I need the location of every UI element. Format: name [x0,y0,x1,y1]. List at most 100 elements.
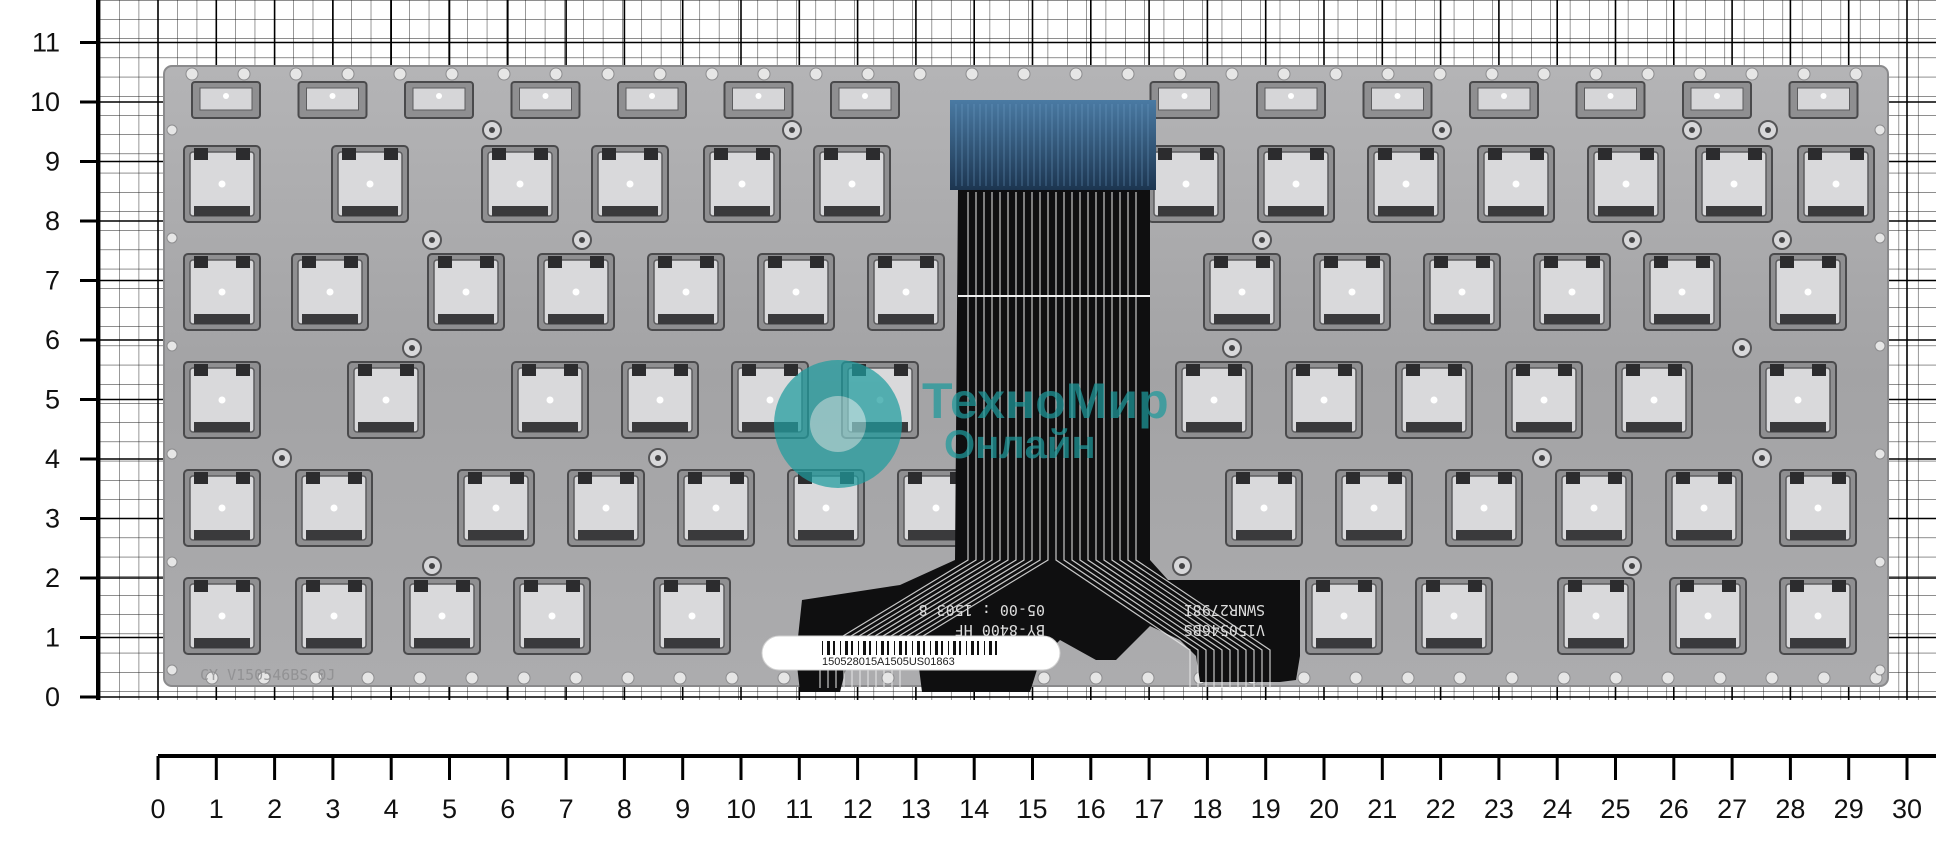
fn-key-mechanism [1682,81,1752,119]
y-tick-label: 10 [30,87,60,117]
x-tick-label: 0 [150,794,165,824]
fn-key-mechanism [617,81,687,119]
fn-key-mechanism [1256,81,1326,119]
x-tick-label: 19 [1251,794,1281,824]
key-mechanism [1175,361,1253,439]
y-tick-label: 1 [45,623,60,653]
x-tick-label: 27 [1717,794,1747,824]
key-mechanism [1147,145,1225,223]
key-mechanisms [183,81,1875,655]
key-mechanism [703,145,781,223]
key-mechanism [1779,577,1857,655]
key-mechanism [567,469,645,547]
key-mechanism [291,253,369,331]
key-mechanism [1257,145,1335,223]
x-tick-label: 21 [1367,794,1397,824]
key-mechanism [537,253,615,331]
y-tick-label: 0 [45,682,60,712]
fn-key-mechanism [510,81,581,119]
fn-key-mechanism [1788,81,1859,119]
key-mechanism [677,469,755,547]
x-tick-label: 25 [1600,794,1630,824]
cable-print-line2: 05-00 : 1503 8 [919,601,1045,619]
x-tick-label: 14 [959,794,989,824]
x-tick-label: 13 [901,794,931,824]
key-mechanism [427,253,505,331]
key-mechanism [1759,361,1837,439]
key-mechanism [1769,253,1847,331]
key-mechanism [1665,469,1743,547]
cable-print-line4: SWNR2798I [1184,601,1265,619]
y-tick-label: 11 [32,28,60,58]
key-mechanism [621,361,699,439]
serial-number: 150528015A1505US01863 [822,656,955,668]
key-mechanism [403,577,481,655]
key-mechanism [1615,361,1693,439]
key-mechanism [1305,577,1383,655]
serial-sticker: 150528015A1505US01863 [761,635,1061,671]
key-mechanism [757,253,835,331]
y-tick-label: 5 [45,385,60,415]
x-tick-label: 18 [1192,794,1222,824]
y-tick-label: 2 [45,563,60,593]
plate-marking: CY V150546BS 0J [200,666,335,684]
y-tick-label: 9 [45,147,60,177]
x-tick-label: 28 [1775,794,1805,824]
key-mechanism [183,253,261,331]
key-mechanism [1669,577,1747,655]
fn-key-mechanism [1149,81,1220,119]
watermark: ТехноМир Онлайн [774,360,1169,488]
key-mechanism [1415,577,1493,655]
fn-key-mechanism [191,81,261,119]
key-mechanism [1477,145,1555,223]
key-mechanism [1695,145,1773,223]
key-mechanism [183,361,261,439]
watermark-line1: ТехноМир [922,373,1169,429]
key-mechanism [183,469,261,547]
key-mechanism [183,577,261,655]
x-tick-label: 26 [1659,794,1689,824]
fn-key-mechanism [1469,81,1539,119]
cable-print-line3: V150546BS [1184,621,1265,639]
x-tick-label: 20 [1309,794,1339,824]
x-tick-label: 11 [785,794,813,824]
key-mechanism [183,145,261,223]
x-tick-label: 12 [843,794,873,824]
key-mechanism [653,577,731,655]
fn-key-mechanism [723,81,794,119]
watermark-line2: Онлайн [944,423,1096,467]
x-tick-label: 30 [1892,794,1922,824]
key-mechanism [1533,253,1611,331]
x-tick-label: 17 [1134,794,1164,824]
cable-connector [950,100,1156,190]
x-tick-label: 6 [500,794,515,824]
x-tick-label: 3 [325,794,340,824]
fn-key-mechanism [297,81,368,119]
key-mechanism [591,145,669,223]
key-mechanism [295,469,373,547]
key-mechanism [647,253,725,331]
key-mechanism [1313,253,1391,331]
key-mechanism [481,145,559,223]
key-mechanism [1445,469,1523,547]
x-tick-label: 9 [675,794,690,824]
key-mechanism [1557,577,1635,655]
y-tick-label: 4 [45,444,60,474]
key-mechanism [1335,469,1413,547]
x-tick-label: 16 [1076,794,1106,824]
fn-key-mechanism [404,81,474,119]
barcode [822,641,997,655]
key-mechanism [1555,469,1633,547]
key-mechanism [1587,145,1665,223]
key-mechanism [331,145,409,223]
x-tick-label: 23 [1484,794,1514,824]
fn-key-mechanism [1362,81,1433,119]
y-tick-label: 6 [45,325,60,355]
y-tick-label: 3 [45,504,60,534]
x-tick-label: 15 [1017,794,1047,824]
x-tick-label: 1 [209,794,224,824]
